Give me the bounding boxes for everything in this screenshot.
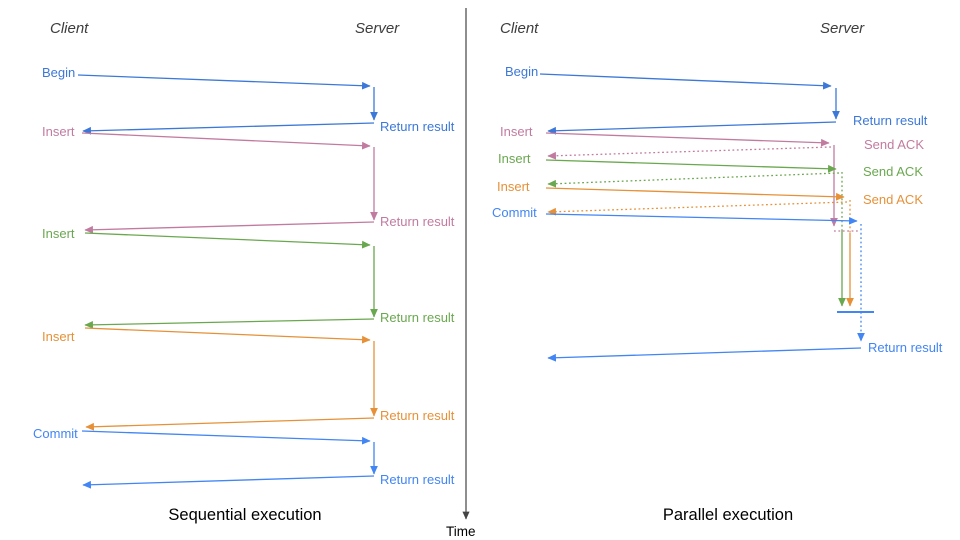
panel-title: Sequential execution: [168, 506, 321, 524]
commit-label: Commit: [492, 205, 537, 220]
insert3-return-label: Return result: [380, 408, 455, 423]
begin-response-arrow: [547, 121, 837, 135]
client-header: Client: [50, 20, 89, 37]
commit-response-arrow: [82, 475, 375, 489]
insert3-request-arrow: [84, 327, 371, 344]
begin-request-arrow: [539, 73, 832, 90]
insert1-ack-label: Send ACK: [864, 137, 924, 152]
insert1-ack-arrow: [547, 146, 832, 160]
begin-return-label: Return result: [853, 113, 928, 128]
commit-return-label: Return result: [868, 340, 943, 355]
commit-label: Commit: [33, 426, 78, 441]
insert2-return-label: Return result: [380, 310, 455, 325]
insert3-ack-arrow: [547, 201, 848, 216]
server-header: Server: [820, 20, 865, 37]
insert1-response-arrow: [84, 221, 375, 234]
insert3-request-arrow: [545, 187, 845, 201]
insert3-label: Insert: [497, 179, 530, 194]
insert2-label: Insert: [498, 151, 531, 166]
insert1-label: Insert: [500, 124, 533, 139]
insert3-label: Insert: [42, 329, 75, 344]
commit-request-arrow: [81, 430, 371, 445]
insert2-request-arrow: [84, 232, 371, 249]
insert3-ack-label: Send ACK: [863, 192, 923, 207]
insert2-response-arrow: [84, 318, 375, 329]
time-axis-label: Time: [446, 524, 476, 539]
insert1-request-arrow: [81, 132, 371, 150]
insert1-return-label: Return result: [380, 214, 455, 229]
begin-request-arrow: [77, 74, 371, 90]
begin-response-arrow: [82, 122, 375, 135]
insert2-ack-label: Send ACK: [863, 164, 923, 179]
begin-return-label: Return result: [380, 119, 455, 134]
server-header: Server: [355, 20, 400, 37]
commit-response-arrow: [547, 347, 862, 362]
time-axis: Time: [446, 8, 476, 539]
insert2-request-arrow: [545, 159, 837, 173]
insert1-request-arrow: [545, 132, 830, 147]
begin-label: Begin: [505, 64, 538, 79]
panel-title: Parallel execution: [663, 506, 793, 524]
insert2-ack-arrow: [547, 172, 840, 188]
begin-label: Begin: [42, 65, 75, 80]
insert2-label: Insert: [42, 226, 75, 241]
client-header: Client: [500, 20, 539, 37]
insert1-label: Insert: [42, 124, 75, 139]
commit-request-arrow: [545, 213, 858, 225]
insert3-response-arrow: [85, 417, 375, 431]
commit-return-label: Return result: [380, 472, 455, 487]
